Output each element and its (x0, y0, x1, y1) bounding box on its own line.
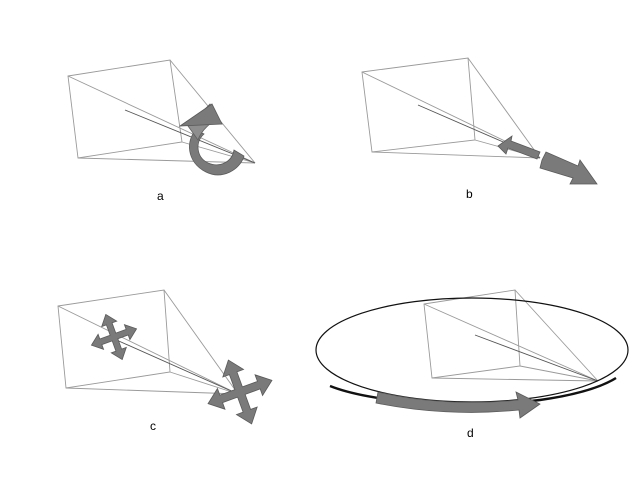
dolly-backward-arrow-icon (497, 135, 541, 160)
panel-b: b (361, 57, 598, 201)
panel-label-a: a (157, 189, 164, 203)
dolly-forward-arrow-icon (539, 151, 598, 185)
pan-arrows-small-icon (90, 313, 138, 361)
orbit-arrow-icon (375, 391, 541, 419)
panel-label-d: d (467, 426, 474, 440)
camera-frustum-a (67, 59, 256, 164)
panel-a: a (67, 59, 256, 203)
panel-label-b: b (466, 187, 473, 201)
panel-d: d (315, 289, 629, 440)
panel-label-c: c (150, 419, 156, 433)
pan-arrows-large-icon (207, 359, 273, 425)
panel-c: c (57, 289, 273, 433)
orbit-ellipse-path (315, 297, 629, 406)
camera-frustum-c (57, 289, 239, 395)
rotate-arrow-icon (178, 103, 245, 176)
camera-frustum-d (423, 289, 599, 382)
